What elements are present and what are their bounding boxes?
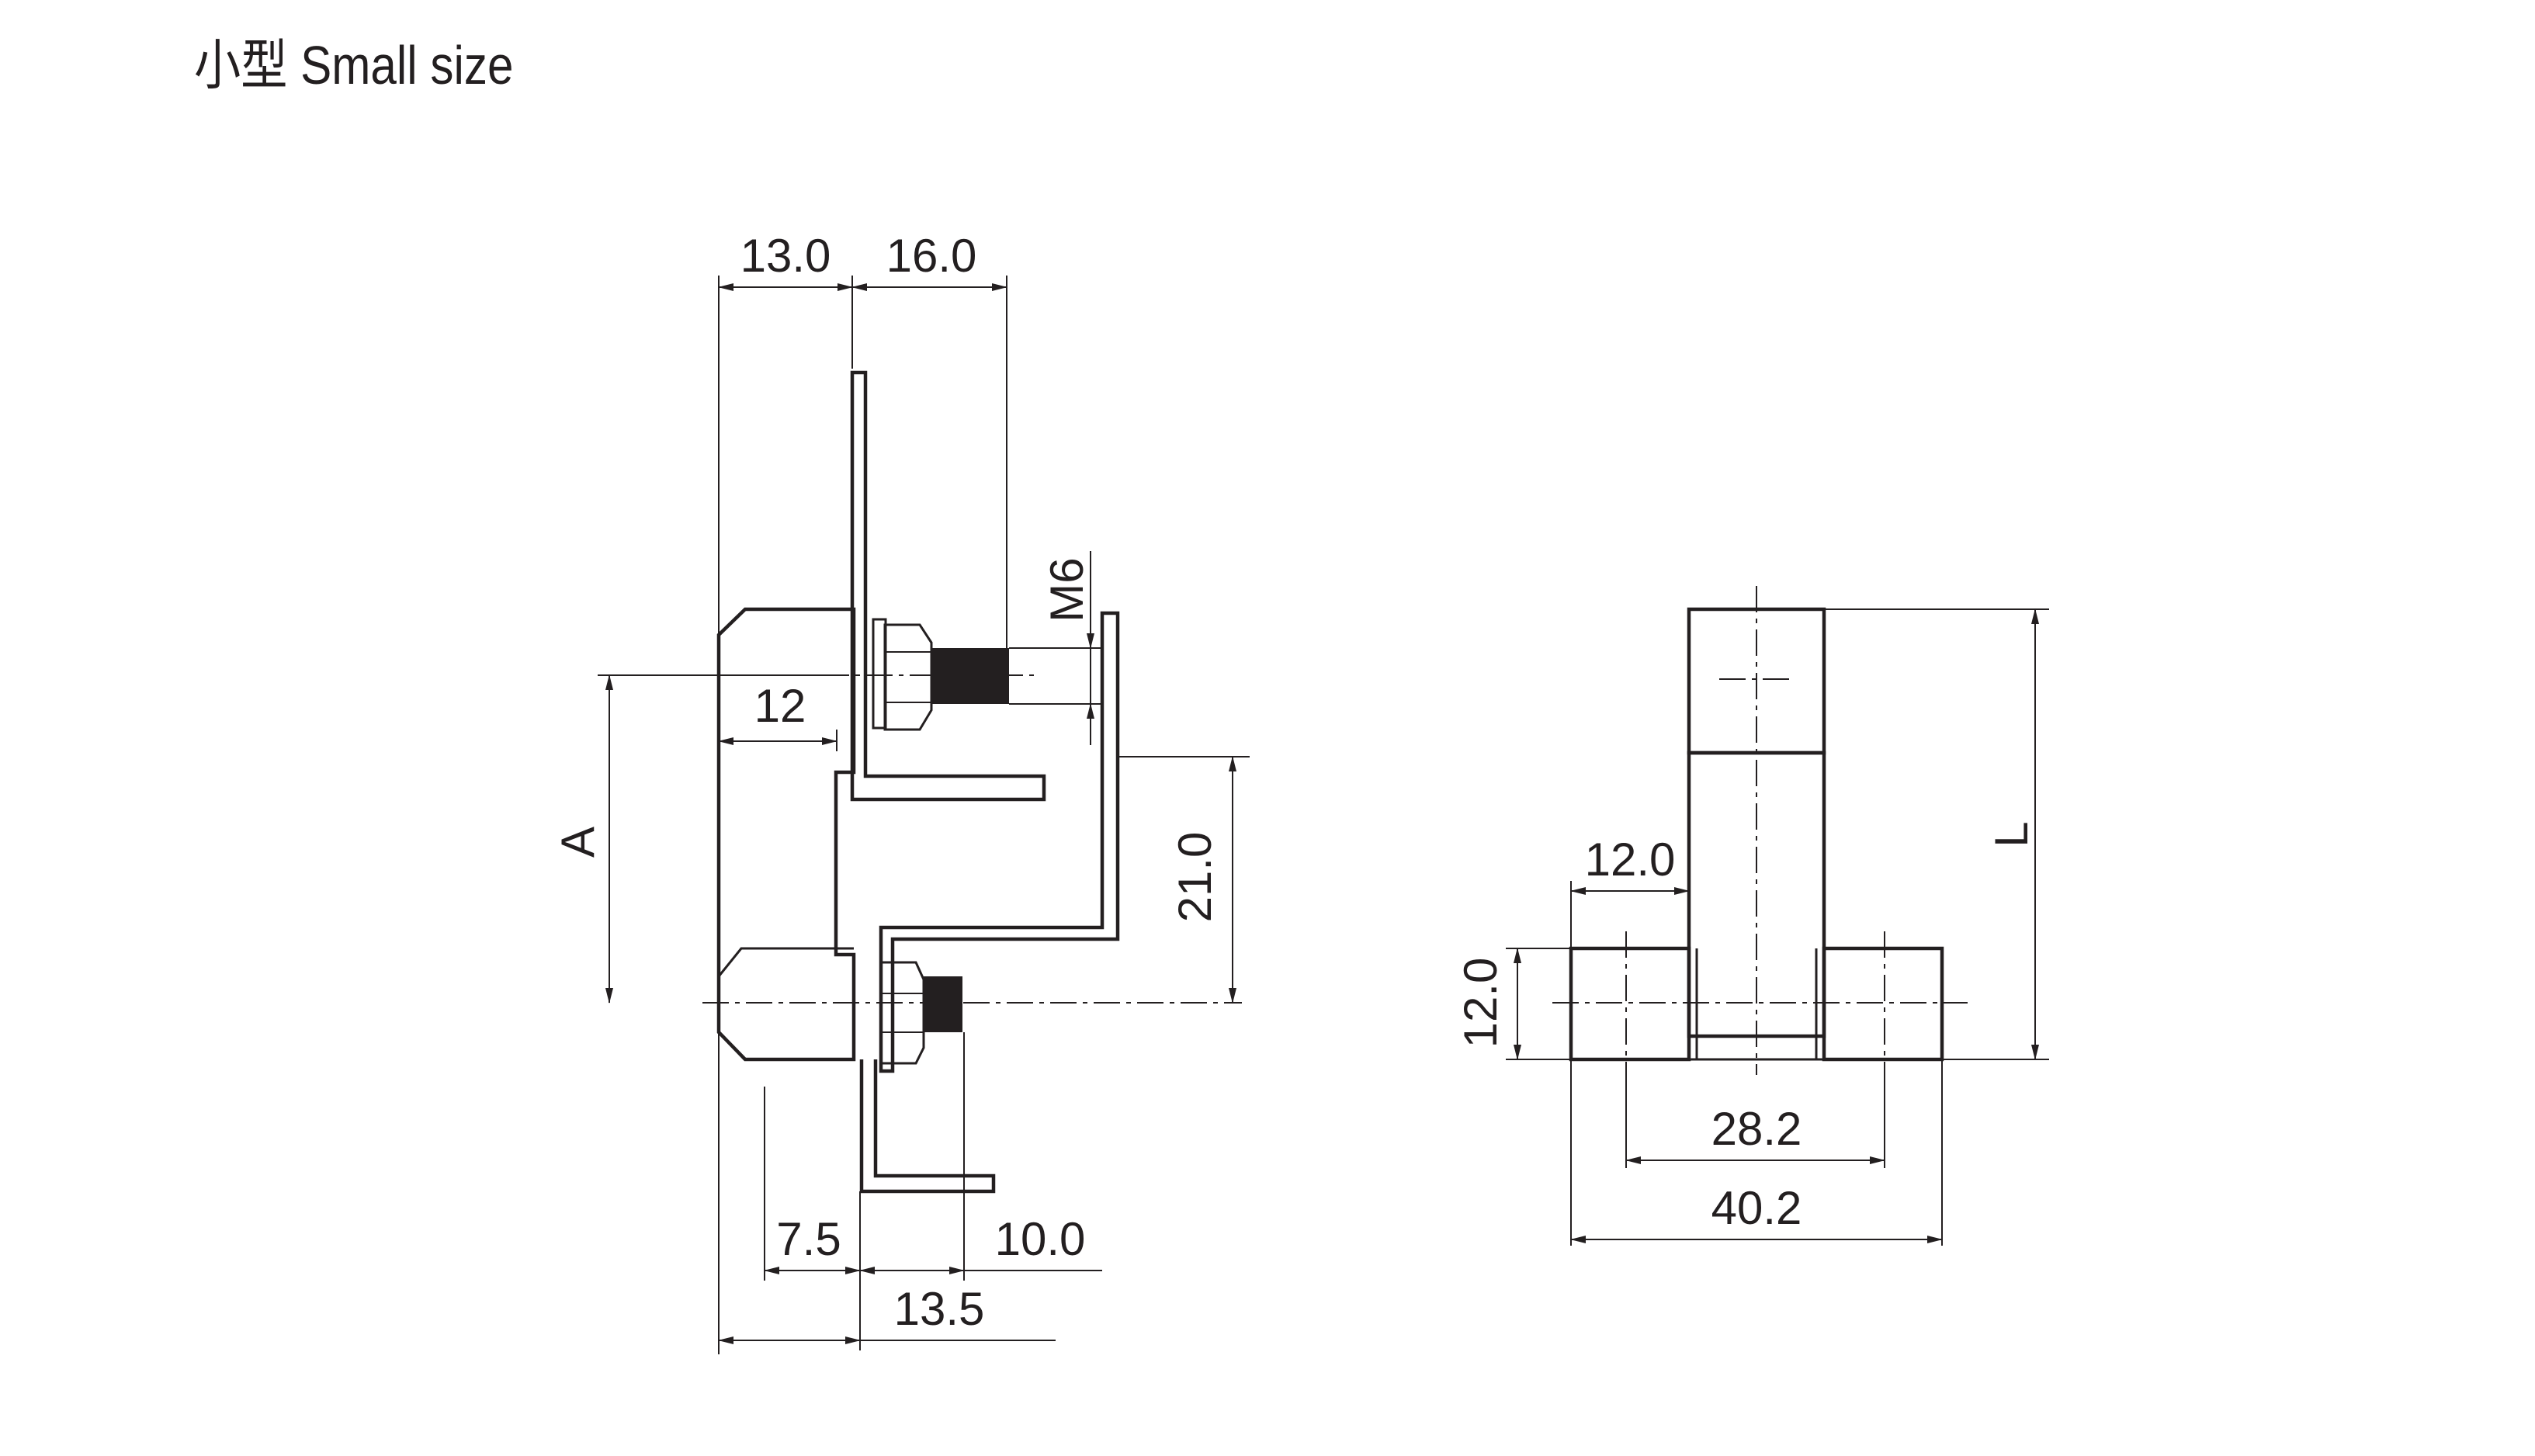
body-outline (716, 607, 856, 1062)
dim-28-2: 28.2 (1711, 1103, 1802, 1155)
right-flange (1822, 946, 1944, 1062)
side-view: 13.0 16.0 M6 12 A 21.0 7.5 10.0 13.5 (552, 230, 1250, 1354)
dim-a: A (552, 827, 604, 858)
left-flange (1569, 946, 1691, 1062)
upper-bracket (850, 370, 1046, 802)
lower-bracket (859, 1059, 996, 1194)
dim-13-5: 13.5 (894, 1283, 985, 1335)
dim-16-0: 16.0 (886, 230, 977, 282)
dim-12-0-width: 12.0 (1585, 834, 1676, 886)
dim-21-0: 21.0 (1169, 832, 1221, 923)
lower-jaw (717, 947, 854, 977)
dim-l: L (1985, 821, 2037, 847)
end-view: L 12.0 12.0 28.2 40.2 (1455, 586, 2049, 1246)
z-bracket (879, 611, 1120, 1073)
dim-10-0: 10.0 (995, 1213, 1086, 1265)
hex-head (879, 961, 925, 1065)
dim-40-2: 40.2 (1711, 1182, 1802, 1234)
lower-bolt (879, 961, 962, 1065)
dim-13-0: 13.0 (740, 230, 831, 282)
hex-head (883, 623, 933, 731)
dim-m6: M6 (1041, 557, 1093, 622)
dim-7-5: 7.5 (776, 1213, 841, 1265)
dim-12-0-height: 12.0 (1455, 958, 1507, 1049)
dim-12: 12 (754, 680, 806, 732)
drawing-title: 小型 Small size (194, 35, 514, 95)
